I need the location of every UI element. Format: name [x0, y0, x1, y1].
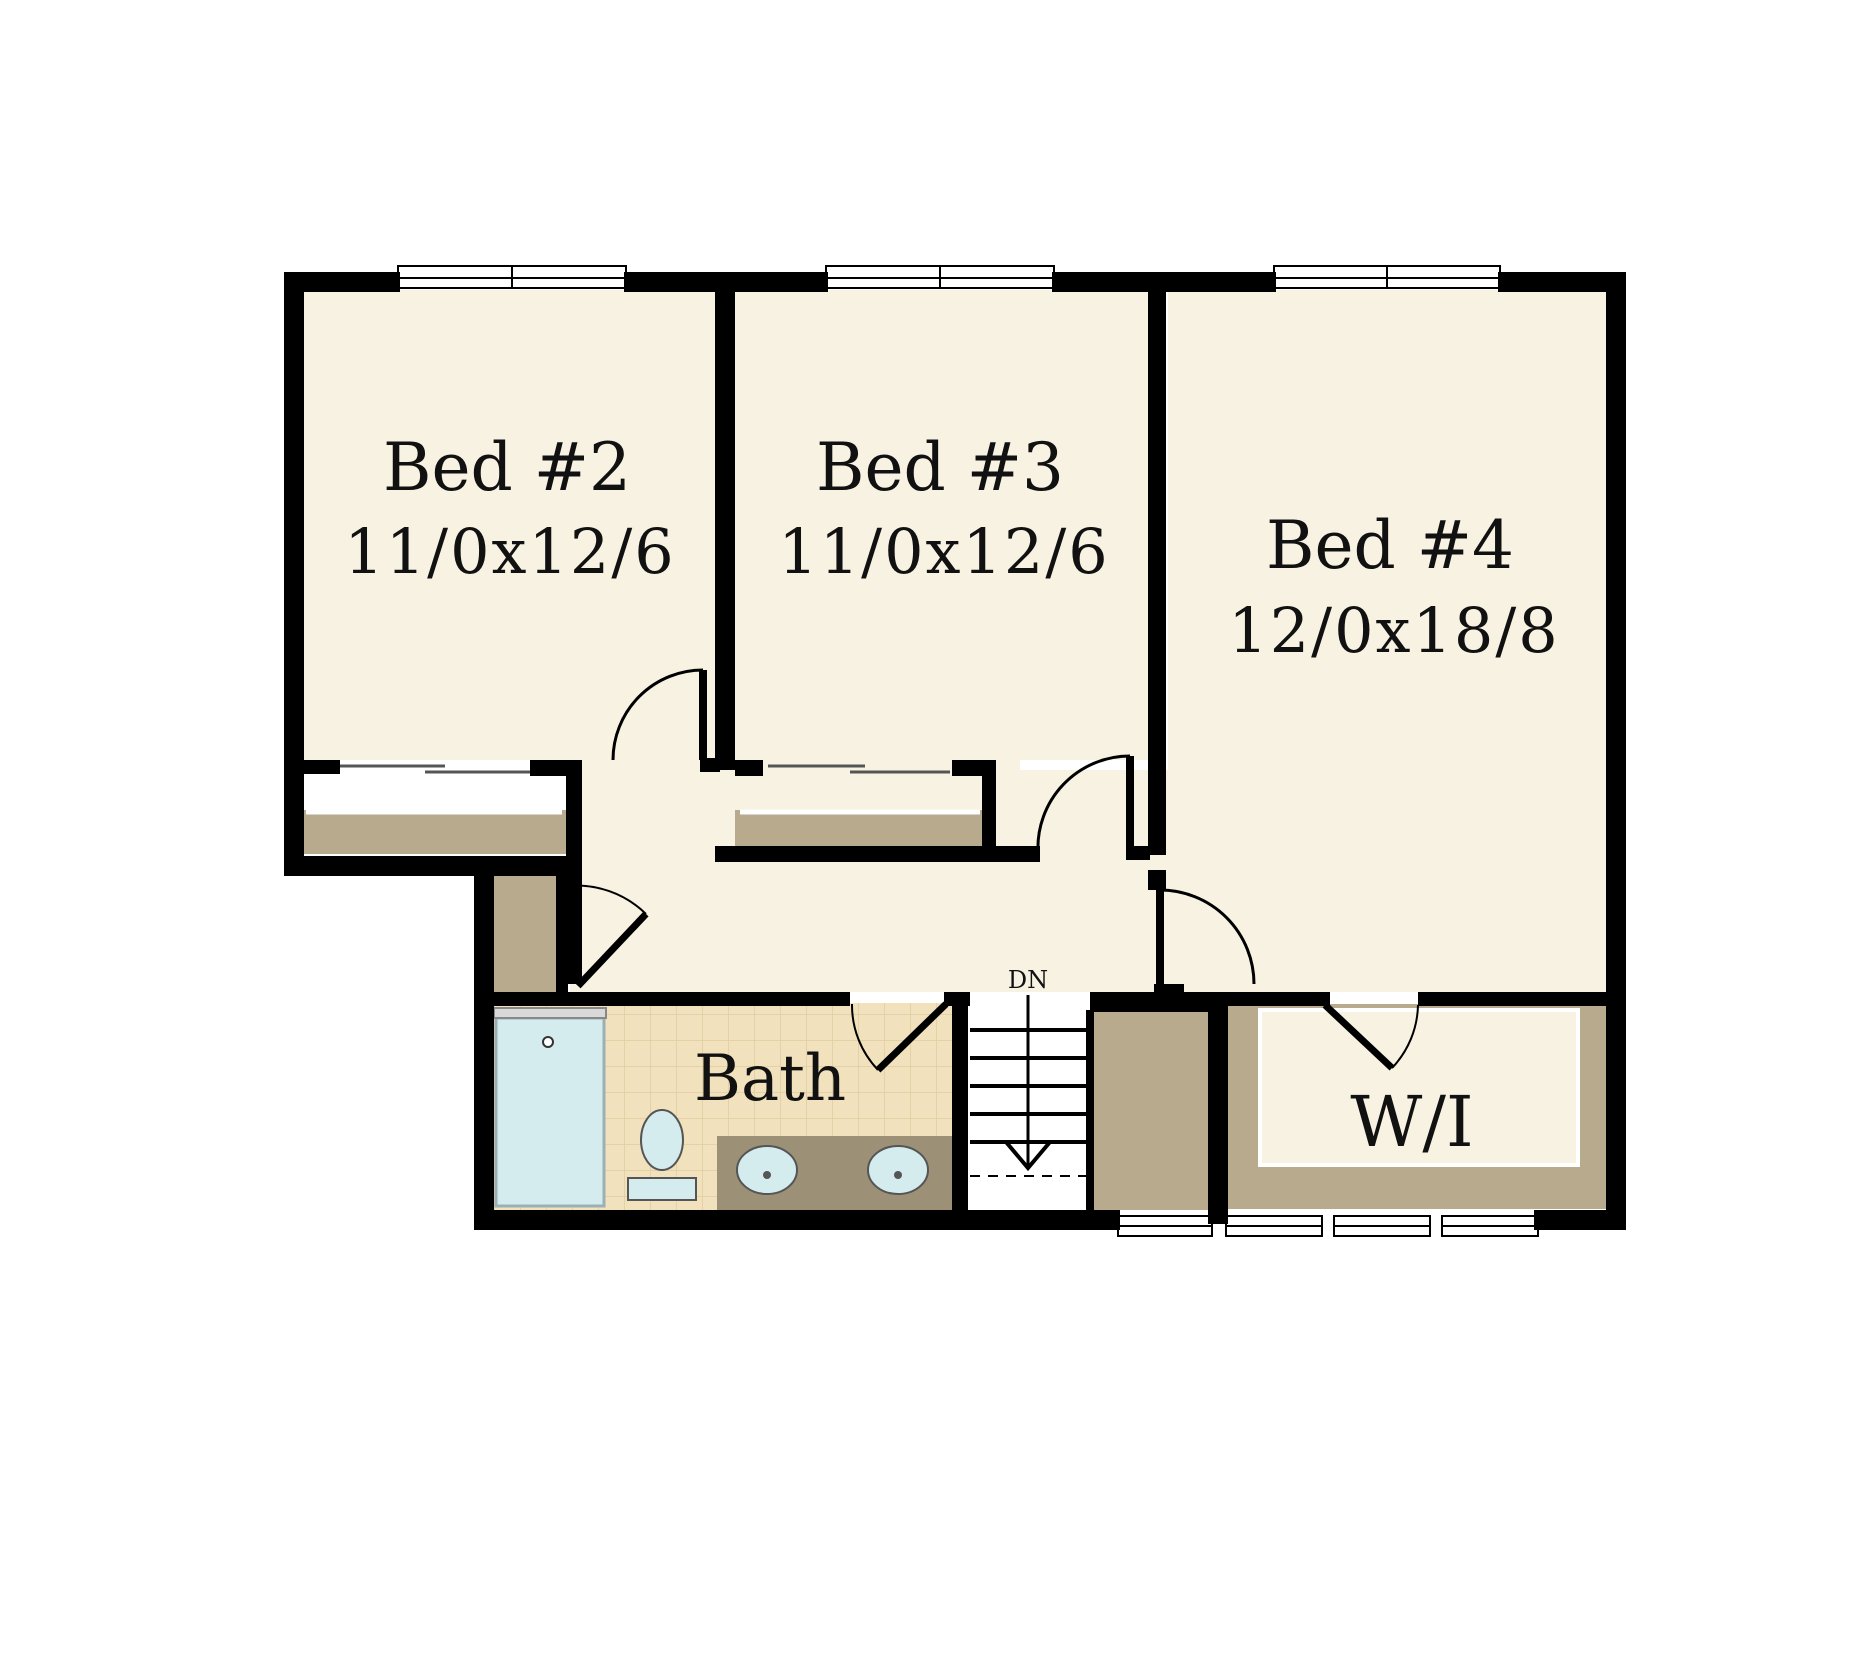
wall-bed4-south-b — [1418, 992, 1614, 1006]
sink-left-drain — [763, 1171, 771, 1179]
wall-west-bath — [474, 872, 494, 1228]
bed3-door-swing — [1036, 754, 1131, 853]
wall-storage-top — [1090, 1002, 1210, 1012]
wall-bed2-closet-left — [300, 760, 340, 774]
wall-bed3-door-jamb — [1126, 846, 1150, 860]
sink-left — [736, 1145, 798, 1195]
sink-right-drain — [894, 1171, 902, 1179]
walkin-name: W/I — [1350, 1081, 1473, 1163]
bed2-dimensions: 11/0x12/6 — [344, 515, 675, 588]
wall-storage-walkin — [1208, 1004, 1228, 1224]
wall-top-left — [284, 272, 400, 292]
bed2-floor — [300, 290, 715, 760]
wall-linen-east — [556, 874, 568, 992]
wall-bed3-bottom — [715, 846, 1040, 862]
wall-bed3-closet-side — [982, 760, 996, 860]
wall-bed2-closet-right — [530, 760, 582, 776]
stair-floor — [970, 1003, 1090, 1213]
bed2-name: Bed #2 — [383, 429, 631, 506]
doors — [565, 668, 1419, 1073]
stairs — [970, 995, 1088, 1177]
bed3-dimensions: 11/0x12/6 — [778, 515, 1109, 588]
bathtub — [494, 1016, 606, 1208]
labels: Bed #2 11/0x12/6 Bed #3 11/0x12/6 Bed #4… — [344, 429, 1559, 1163]
wall-top-mid-a — [624, 272, 828, 292]
stairs-down-label: DN — [1008, 966, 1048, 994]
bath-fixtures — [493, 1007, 953, 1212]
wall-bath-stair — [952, 994, 968, 1224]
wall-bed3-bed4 — [1148, 290, 1166, 855]
bed4-dimensions: 12/0x18/8 — [1228, 594, 1559, 667]
wall-bed2-bed3 — [715, 290, 735, 770]
wall-bed4-lower — [1148, 870, 1166, 890]
hallway-floor-upper — [580, 700, 1020, 790]
bath-name: Bath — [694, 1042, 846, 1116]
bed3-floor — [735, 290, 1150, 760]
wall-stair-storage — [1086, 1010, 1094, 1210]
toilet-tank — [627, 1177, 697, 1201]
wall-bed2-door-jamb — [700, 758, 720, 772]
tub-drain — [542, 1036, 554, 1048]
bed4-floor — [1168, 290, 1610, 992]
bath-door-swing — [850, 1003, 879, 1071]
stair-arrow-head — [1004, 1140, 1052, 1172]
wall-right — [1606, 272, 1626, 1230]
walkin-door-leaf[interactable] — [1322, 1002, 1395, 1071]
linen-door-leaf[interactable] — [575, 911, 649, 989]
bed4-name: Bed #4 — [1266, 507, 1514, 584]
windows — [397, 265, 1539, 1237]
wall-bottom-right — [1534, 1210, 1626, 1230]
bed4-door-swing — [1159, 888, 1256, 985]
wall-bottom-left — [474, 1210, 1120, 1230]
wall-hall-west — [566, 774, 582, 984]
linen-closet-floor — [494, 874, 556, 994]
wall-hall-south-left — [474, 992, 850, 1006]
wall-left — [284, 272, 304, 876]
hallway-floor — [570, 770, 1170, 992]
storage-closet-floor — [1090, 1010, 1208, 1210]
bed2-door-swing — [611, 668, 704, 761]
walkin-closet-center — [1258, 1008, 1580, 1167]
bathtub-rim — [493, 1007, 607, 1019]
closet-doors — [306, 764, 980, 815]
wall-bed3-closet-left — [735, 760, 763, 776]
wall-top-right — [1498, 272, 1626, 292]
wall-bed2-bottom — [284, 856, 570, 876]
bath-door-leaf[interactable] — [875, 1001, 949, 1073]
bed3-name: Bed #3 — [816, 429, 1064, 506]
sink-right — [867, 1145, 929, 1195]
walkin-door-swing — [1391, 1004, 1419, 1069]
bed2-closet-floor — [300, 810, 566, 854]
walls — [284, 272, 1626, 1230]
toilet-bowl — [640, 1109, 684, 1171]
wall-top-mid-b — [1052, 272, 1276, 292]
